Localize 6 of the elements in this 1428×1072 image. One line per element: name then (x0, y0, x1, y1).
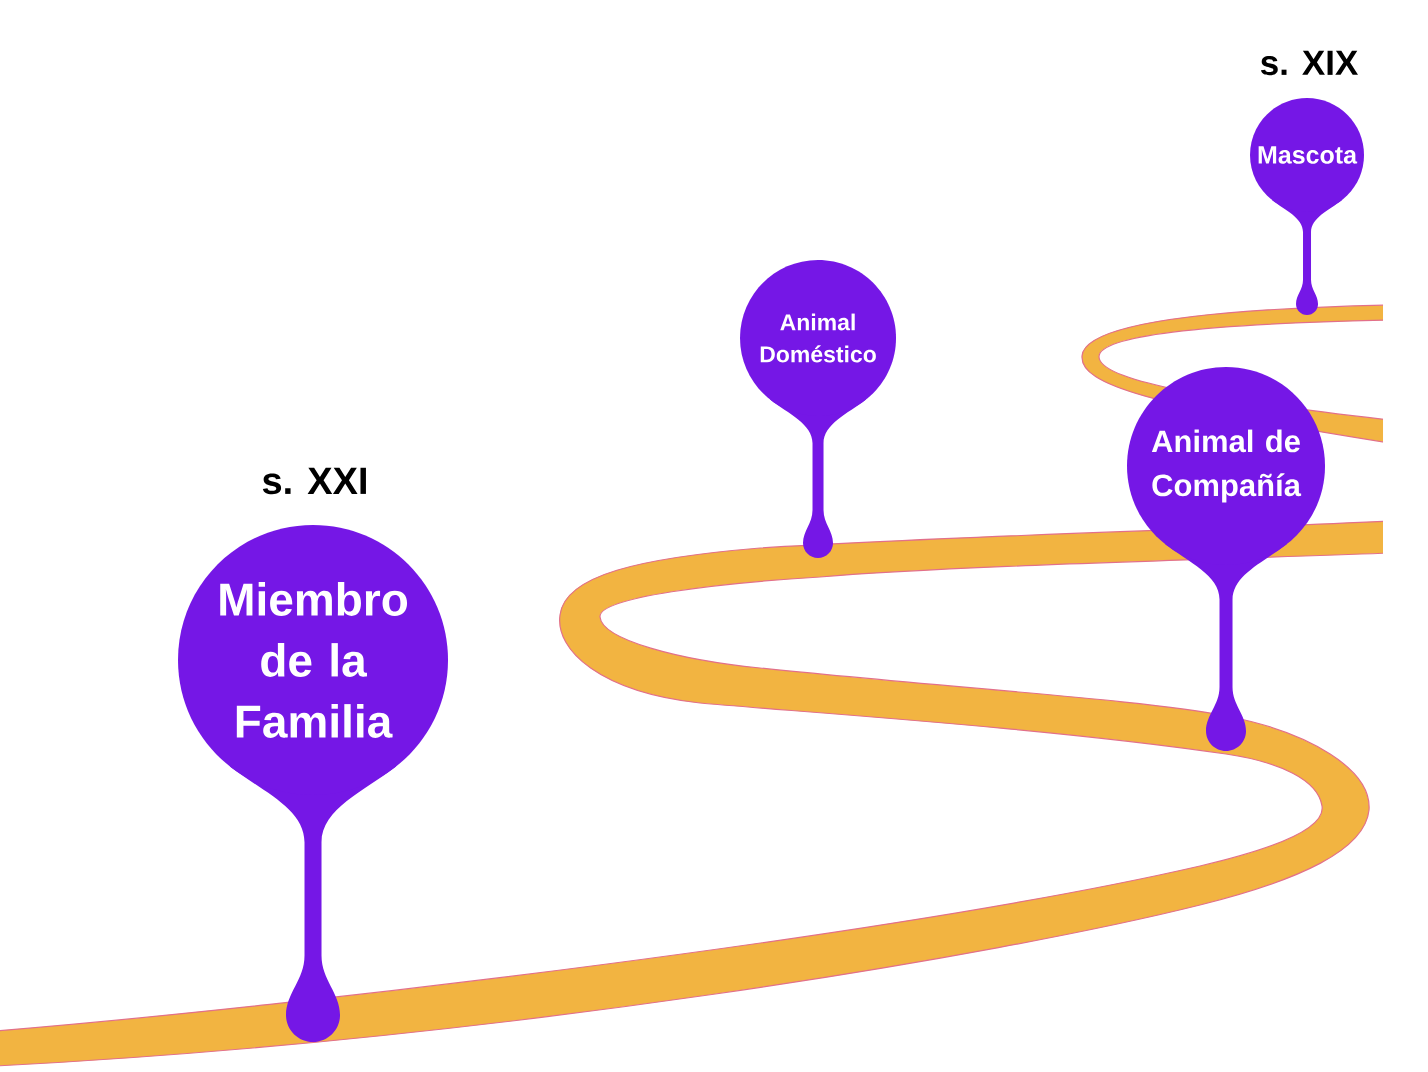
map-pin: Miembro de la Familia (178, 525, 448, 1042)
map-pin: Animal Doméstico (740, 260, 896, 558)
map-pin: Animal de Compañía (1127, 367, 1325, 751)
century-label: s. XIX (1260, 50, 1358, 76)
map-pin: Mascota (1250, 98, 1364, 315)
century-label: s. XXI (262, 467, 366, 495)
